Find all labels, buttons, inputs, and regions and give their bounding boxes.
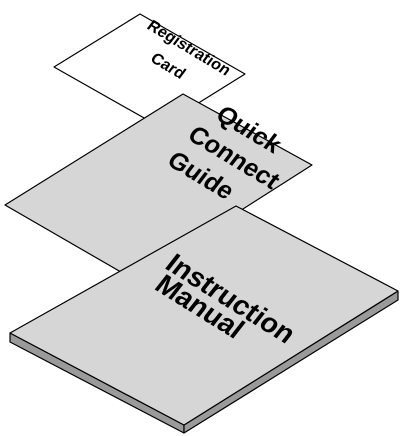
- instruction-manual: Instruction Manual: [9, 205, 399, 434]
- registration-card: Registration Card: [53, 13, 246, 128]
- instruction-manual-cover: [9, 205, 399, 426]
